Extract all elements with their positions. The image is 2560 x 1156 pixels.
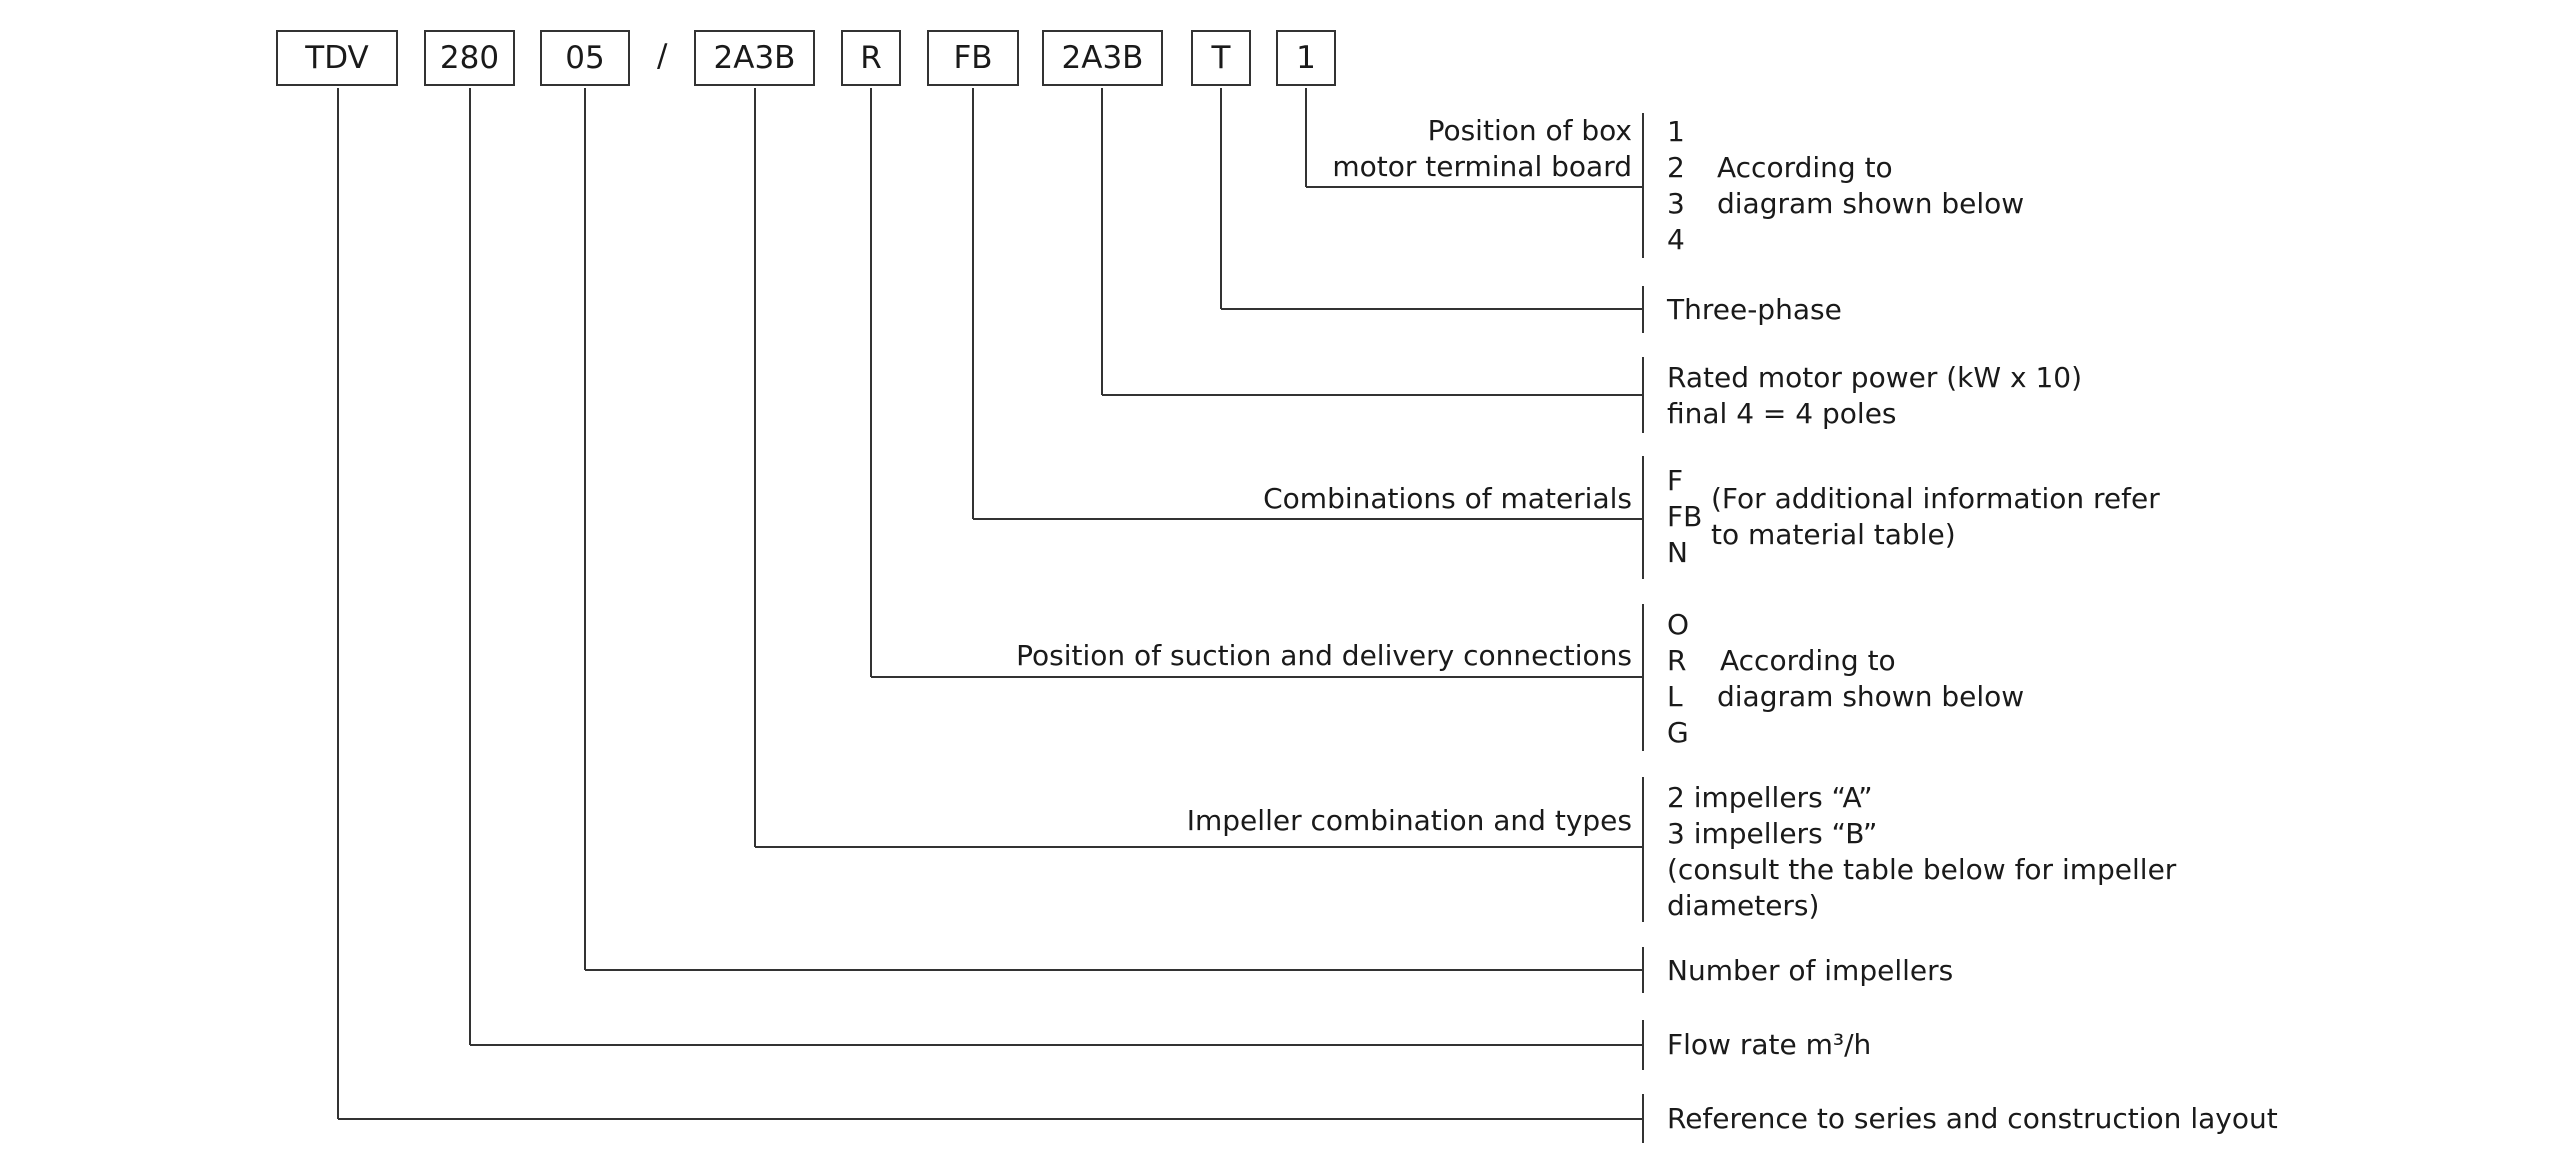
connections-note-line2: diagram shown below — [1717, 680, 2025, 713]
materials-option: N — [1667, 536, 1688, 569]
connections-note-line1: According to — [1720, 644, 1896, 677]
materials-note-line2: to material table) — [1711, 518, 1956, 551]
box-note-line2: diagram shown below — [1717, 187, 2025, 220]
flow-text: Flow rate m³/h — [1667, 1028, 1872, 1061]
connections-option: L — [1667, 680, 1683, 713]
count-text: Number of impellers — [1667, 954, 1954, 987]
connections-option: O — [1667, 608, 1690, 641]
code-box-materials: FB — [927, 30, 1019, 86]
power-line2: final 4 = 4 poles — [1667, 397, 1897, 430]
code-box-impeller-comb: 2A3B — [694, 30, 815, 86]
box-position-label: Position of box motor terminal board — [1332, 113, 1632, 185]
box-position-label-line1: Position of box — [1427, 114, 1632, 147]
impellers-line2: 3 impellers “B” — [1667, 817, 1878, 850]
materials-label: Combinations of materials — [1263, 482, 1632, 515]
impellers-line1: 2 impellers “A” — [1667, 781, 1873, 814]
impellers-line4: diameters) — [1667, 889, 1820, 922]
series-text: Reference to series and construction lay… — [1667, 1102, 2278, 1135]
connections-label: Position of suction and delivery connect… — [1016, 639, 1632, 672]
box-position-note: According to diagram shown below — [1717, 150, 2024, 222]
code-separator: / — [657, 38, 668, 74]
materials-options: F FB N — [1667, 463, 1702, 571]
code-box-box-position: 1 — [1276, 30, 1336, 86]
connections-option: R — [1667, 644, 1687, 677]
box-position-options: 1 2 3 4 — [1667, 114, 1685, 258]
code-box-flow: 280 — [424, 30, 515, 86]
materials-note-line1: (For additional information refer — [1711, 482, 2160, 515]
connections-option: G — [1667, 716, 1689, 749]
impellers-line3: (consult the table below for impeller — [1667, 853, 2177, 886]
impellers-label: Impeller combination and types — [1186, 804, 1632, 837]
code-box-series: TDV — [276, 30, 398, 86]
power-line1: Rated motor power (kW x 10) — [1667, 361, 2082, 394]
power-text: Rated motor power (kW x 10) final 4 = 4 … — [1667, 360, 2082, 432]
connections-options: O R L G — [1667, 607, 1689, 751]
materials-note: (For additional information refer to mat… — [1711, 481, 2160, 553]
box-note-line1: According to — [1717, 151, 1893, 184]
box-option: 4 — [1667, 223, 1685, 256]
phase-text: Three-phase — [1667, 293, 1842, 326]
code-box-phase: T — [1191, 30, 1251, 86]
code-box-impellers: 05 — [540, 30, 630, 86]
code-box-connection: R — [841, 30, 901, 86]
box-option: 1 — [1667, 115, 1685, 148]
impellers-text: 2 impellers “A” 3 impellers “B” (consult… — [1667, 780, 2176, 924]
box-position-label-line2: motor terminal board — [1332, 150, 1632, 183]
code-box-power: 2A3B — [1042, 30, 1163, 86]
box-option: 3 — [1667, 187, 1685, 220]
materials-option: FB — [1667, 500, 1703, 533]
box-option: 2 — [1667, 151, 1685, 184]
connections-note: According to diagram shown below — [1717, 643, 2024, 715]
materials-option: F — [1667, 464, 1684, 497]
